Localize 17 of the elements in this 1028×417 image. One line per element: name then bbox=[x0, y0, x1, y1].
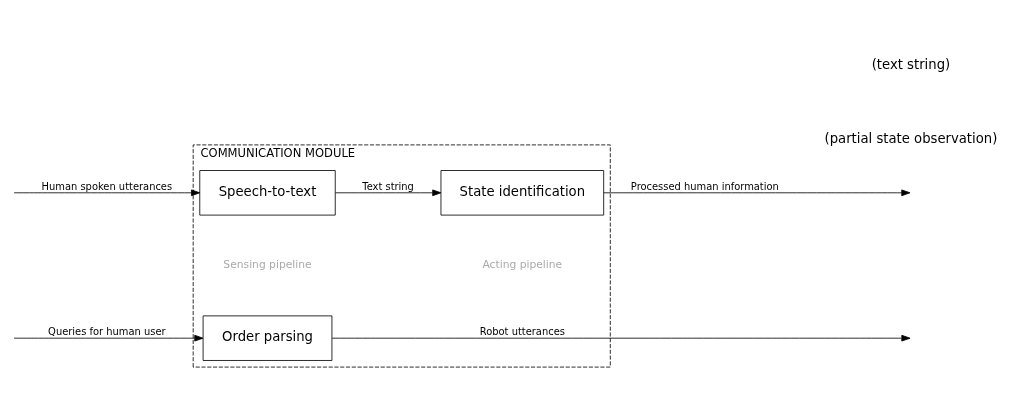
label: (text string) bbox=[871, 56, 951, 72]
arrow bbox=[603, 189, 911, 197]
edge-label: Text string bbox=[362, 181, 414, 192]
arrow bbox=[13, 334, 204, 342]
arrow bbox=[13, 189, 201, 197]
edge-label: Queries for human user bbox=[48, 326, 166, 338]
label: Sensing pipeline bbox=[223, 258, 312, 272]
label: Acting pipeline bbox=[482, 258, 563, 272]
edge-label: Human spoken utterances bbox=[41, 181, 173, 192]
node-box: Speech-to-text bbox=[199, 170, 336, 216]
edge-label: Processed human information bbox=[630, 181, 779, 192]
edge-label: Robot utterances bbox=[479, 326, 565, 338]
arrow bbox=[335, 189, 442, 197]
node-box: Order parsing bbox=[202, 315, 333, 361]
arrow bbox=[331, 334, 911, 342]
node-box: State identification bbox=[440, 170, 605, 216]
label: (partial state observation) bbox=[824, 131, 998, 147]
